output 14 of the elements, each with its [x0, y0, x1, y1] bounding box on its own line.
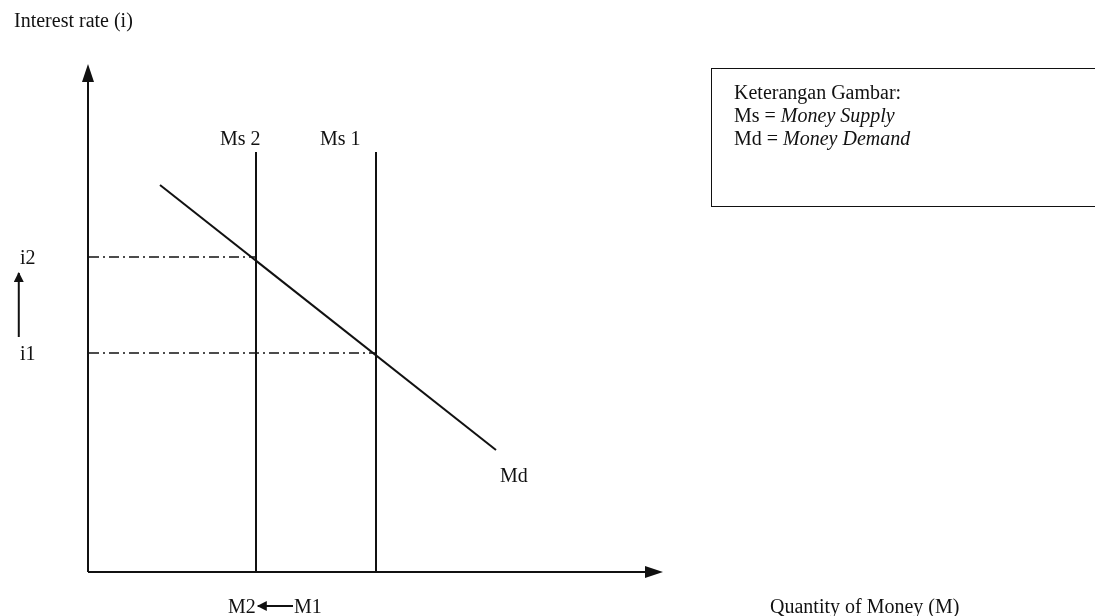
axis-value-label: i2	[20, 247, 36, 267]
axis-value-label: i1	[20, 343, 36, 363]
legend-title: Keterangan Gambar:	[734, 81, 903, 104]
curve-label: Md	[500, 465, 528, 485]
arrow	[13, 272, 24, 338]
curve-label: Ms 1	[320, 128, 361, 148]
axis-value-label: M1	[294, 596, 322, 616]
legend-box	[711, 68, 1095, 207]
legend-entry: Md = Money Demand	[734, 127, 912, 150]
legend-entry: Ms = Money Supply	[734, 104, 896, 127]
axis-title: Interest rate (i)	[14, 10, 133, 30]
arrow	[256, 601, 294, 611]
axis-value-label: M2	[228, 596, 256, 616]
curve-label: Ms 2	[220, 128, 261, 148]
